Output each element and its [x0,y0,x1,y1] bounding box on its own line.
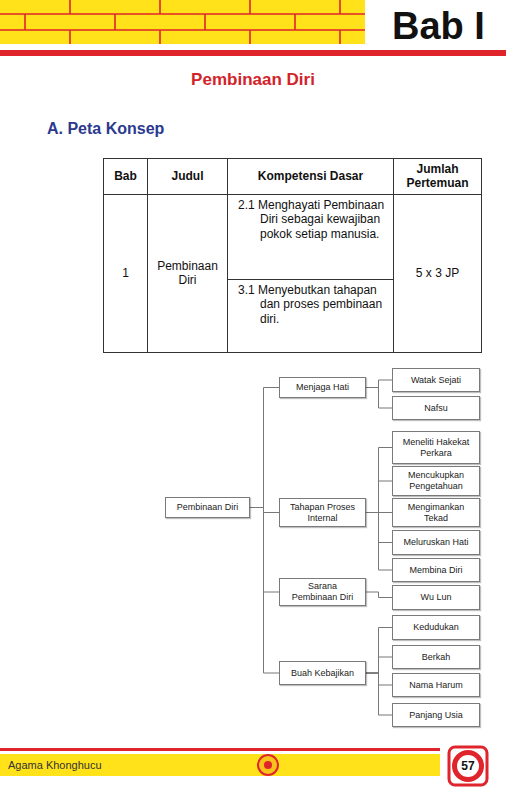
tree-connector [366,657,392,673]
table-cell: Kompetensi Dasar [228,159,394,195]
brick-lines [0,0,365,44]
concept-box: Watak Sejati [392,368,480,392]
table-cell: 1 [104,194,148,352]
section-heading: A. Peta Konsep [47,120,164,138]
table-cell: Pembinaan Diri [148,194,228,352]
tree-connector [366,628,392,674]
box-text: Wu Lun [421,592,452,603]
table-cell: 3.1 Menyebutkan tahapan dan proses pembi… [228,279,394,352]
box-text: Panjang Usia [409,710,463,721]
tree-connector [366,481,392,513]
box-text: Menjaga Hati [296,382,349,393]
box-text: Nafsu [424,403,448,414]
concept-box: Wu Lun [392,585,480,610]
table-cell: Jumlah Pertemuan [394,159,482,195]
concept-box: Meluruskan Hati [392,530,480,555]
page-number-emblem [449,747,487,785]
concept-box: Membina Diri [392,558,480,582]
root-box: Pembinaan Diri [165,497,250,518]
box-text: Meneliti Hakekat Perkara [397,437,475,459]
table-row: 1Pembinaan Diri2.1 Menghayati Pembinaan … [104,194,482,279]
tree-connector [366,448,392,513]
table-cell: 5 x 3 JP [394,194,482,352]
page-number: 57 [452,759,484,773]
footer-emblem [258,755,278,775]
header-band [0,0,365,44]
tree-connector [250,388,279,508]
concept-box: Buah Kebajikan [279,661,366,685]
box-text: Mengimankan Tekad [397,502,475,524]
box-text: Tahapan Proses Internal [284,502,361,524]
tree-connector [250,508,279,593]
box-text: Pembinaan Diri [177,502,239,513]
box-text: Membina Diri [409,565,462,576]
tree-connector [366,592,392,598]
chapter-heading: Bab I [392,5,485,48]
table-row: 3.1 Menyebutkan tahapan dan proses pembi… [104,279,482,352]
tree-connector [366,513,392,571]
concept-box: Nama Harum [392,673,480,697]
box-text: Buah Kebajikan [291,668,354,679]
concept-box: Nafsu [392,396,480,420]
footer-rule [0,748,440,751]
concept-box: Mencukupkan Pengetahuan [392,466,480,496]
concept-box: Kedudukan [392,615,480,640]
concept-box: Sarana Pembinaan Diri [279,578,366,606]
tree-connector [250,508,279,674]
box-text: Berkah [422,652,451,663]
table-row: BabJudulKompetensi DasarJumlah Pertemuan [104,159,482,195]
box-text: Kedudukan [413,622,459,633]
tree-connector [366,380,392,388]
concept-box: Tahapan Proses Internal [279,498,366,527]
concept-box: Menjaga Hati [279,377,366,398]
concept-box: Meneliti Hakekat Perkara [392,431,480,464]
tree-connector [366,673,392,715]
box-text: Sarana Pembinaan Diri [284,581,361,603]
header-rule [0,50,506,56]
footer-text: Agama Khonghucu [8,759,102,771]
table-cell: 2.1 Menghayati Pembinaan Diri sebagai ke… [228,194,394,279]
tree-connector [250,508,279,513]
tree-connector [366,388,392,409]
page-title: Pembinaan Diri [0,70,506,90]
table-cell: Judul [148,159,228,195]
competency-table: BabJudulKompetensi DasarJumlah Pertemuan… [103,158,482,353]
table-cell: Bab [104,159,148,195]
concept-box: Panjang Usia [392,703,480,727]
concept-box: Berkah [392,645,480,669]
box-text: Mencukupkan Pengetahuan [397,470,475,492]
box-text: Nama Harum [409,680,463,691]
box-text: Watak Sejati [411,375,461,386]
box-text: Meluruskan Hati [403,537,468,548]
concept-box: Mengimankan Tekad [392,498,480,527]
footer-band [0,754,440,776]
